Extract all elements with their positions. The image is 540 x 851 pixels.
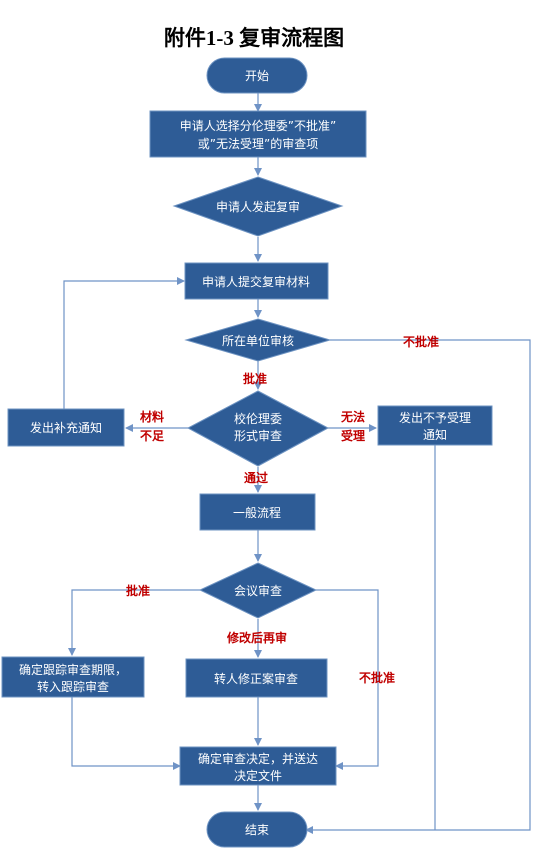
label-cannot-accept-line-1: 无法 (340, 409, 365, 424)
page-title: 附件1-3 复审流程图 (164, 26, 344, 50)
general-label: 一般流程 (233, 505, 281, 520)
meeting-label: 会议审查 (234, 583, 282, 598)
select-item-line-1: 申请人选择分伦理委”不批准” (180, 118, 336, 133)
label-meeting-not-approved: 不批准 (359, 670, 395, 685)
submit-label: 申请人提交复审材料 (202, 274, 310, 289)
node-select-item: 申请人选择分伦理委”不批准” 或”无法受理”的审查项 (149, 110, 367, 158)
reject-notice-line-2: 通知 (423, 428, 447, 442)
node-end: 结束 (206, 811, 308, 848)
label-unit-not-approved: 不批准 (403, 334, 439, 349)
node-start: 开始 (206, 57, 308, 94)
arrow-unit-not-approved-to-end (305, 339, 531, 834)
arrow-supplement-back-to-submit (63, 277, 185, 409)
deadline-line-1: 确定跟踪审查期限， (19, 662, 127, 677)
end-label: 结束 (245, 823, 269, 837)
supplement-label: 发出补充通知 (30, 420, 102, 435)
node-unit-review: 所在单位审核 (184, 318, 332, 362)
node-supplement: 发出补充通知 (7, 408, 125, 447)
node-revise: 转人修正案审查 (185, 658, 328, 698)
node-decision: 确定审查决定，并送达 决定文件 (179, 746, 337, 786)
arrow-deadline-to-decision (71, 697, 181, 770)
select-item-line-2: 或”无法受理”的审查项 (198, 136, 318, 151)
formal-review-line-2: 形式审查 (234, 428, 282, 443)
node-reject-notice: 发出不予受理 通知 (377, 405, 493, 446)
node-meeting: 会议审查 (198, 562, 318, 619)
initiate-label: 申请人发起复审 (216, 199, 300, 214)
decision-line-2: 决定文件 (234, 768, 282, 783)
decision-line-1: 确定审查决定，并送达 (198, 751, 318, 766)
label-meeting-approved: 批准 (126, 583, 150, 598)
formal-review-line-1: 校伦理委 (234, 411, 282, 426)
start-label: 开始 (245, 69, 269, 83)
unit-review-label: 所在单位审核 (222, 333, 294, 348)
edge-labels: 不批准 批准 材料 不足 无法 受理 通过 批准 修改后再审 不批准 (126, 334, 439, 685)
connectors (63, 93, 531, 834)
node-formal-review: 校伦理委 形式审查 (186, 390, 330, 467)
revise-label: 转人修正案审查 (214, 671, 298, 686)
reject-notice-line-1: 发出不予受理 (399, 410, 471, 425)
node-deadline: 确定跟踪审查期限， 转入跟踪审查 (1, 656, 145, 698)
label-passed: 通过 (244, 470, 268, 485)
label-insufficient-line-1: 材料 (139, 409, 164, 424)
arrow-meeting-to-decision (316, 589, 379, 770)
node-submit: 申请人提交复审材料 (184, 262, 329, 300)
arrow-meeting-to-deadline (68, 589, 200, 656)
deadline-line-2: 转入跟踪审查 (37, 679, 109, 694)
label-insufficient-line-2: 不足 (140, 429, 164, 443)
label-unit-approved: 批准 (243, 371, 267, 386)
node-initiate: 申请人发起复审 (172, 176, 344, 237)
label-cannot-accept-line-2: 受理 (341, 428, 365, 443)
label-revise-again: 修改后再审 (226, 630, 287, 645)
node-general: 一般流程 (199, 493, 316, 531)
